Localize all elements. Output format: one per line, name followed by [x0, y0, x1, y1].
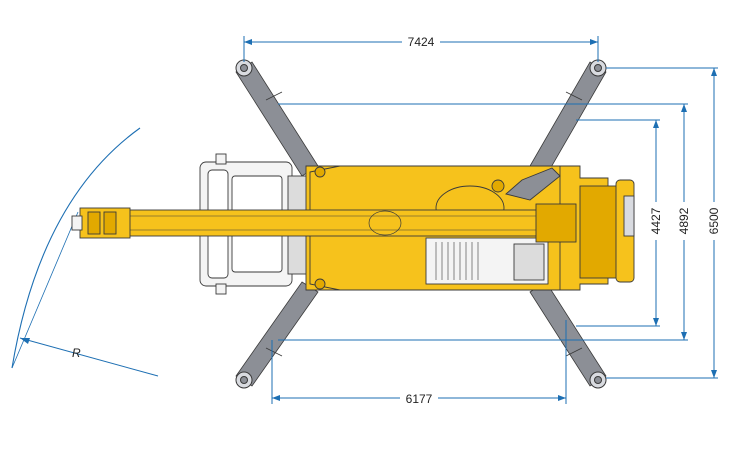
outrigger-pad-center	[240, 64, 248, 72]
dimension-inner-span: 4427	[649, 207, 663, 234]
radius-dimension-line	[19, 337, 159, 377]
radius-arrow	[20, 338, 30, 344]
outriggers	[235, 61, 607, 387]
boom	[71, 167, 577, 243]
label-backing	[402, 34, 440, 50]
label-backing	[400, 390, 438, 406]
outrigger-front-left	[235, 61, 319, 177]
dimension-middle-span: 4892	[677, 207, 691, 234]
sheave	[87, 211, 101, 235]
label-backing	[706, 202, 722, 240]
engine-cover	[513, 243, 545, 281]
outrigger-rear-right	[529, 281, 607, 387]
mirror-left	[215, 153, 227, 165]
outrigger-joint	[265, 347, 283, 357]
rear-light	[623, 195, 635, 237]
boom-foot	[535, 203, 577, 243]
swing-radius: R	[11, 127, 159, 377]
radius-line	[11, 211, 79, 369]
boom-main-section	[127, 209, 561, 237]
outrigger-pad-center	[594, 64, 602, 72]
dimension-labels: 7424 6177 4427 4892 6500	[400, 34, 722, 406]
engine-grille	[435, 242, 479, 280]
arrowheads	[244, 39, 717, 401]
bolt	[314, 278, 326, 290]
outrigger-joint	[565, 91, 583, 101]
mirror-right	[215, 283, 227, 295]
dimension-bottom-width: 6177	[406, 392, 433, 406]
outrigger-joint	[265, 91, 283, 101]
label-backing	[676, 202, 692, 240]
bolt	[314, 166, 326, 178]
bolt	[491, 179, 505, 193]
sheave	[103, 211, 117, 235]
outrigger-pad-center	[594, 376, 602, 384]
hook-block	[71, 215, 83, 231]
outrigger-front-right	[235, 281, 319, 387]
engine-module	[425, 237, 549, 285]
dimension-outer-span: 6500	[707, 207, 721, 234]
label-backing	[648, 202, 664, 240]
outrigger-joint	[565, 347, 583, 357]
luffing-cylinder	[505, 167, 561, 201]
cab-roof-panel	[231, 231, 283, 273]
outrigger-pad-center	[240, 376, 248, 384]
boom-pivot	[368, 210, 402, 236]
outrigger-rear-left	[529, 61, 607, 177]
outrigger-pads	[235, 59, 607, 389]
radius-label: R	[72, 346, 81, 360]
dimension-top-width: 7424	[408, 35, 435, 49]
swing-radius-arc	[11, 127, 141, 369]
